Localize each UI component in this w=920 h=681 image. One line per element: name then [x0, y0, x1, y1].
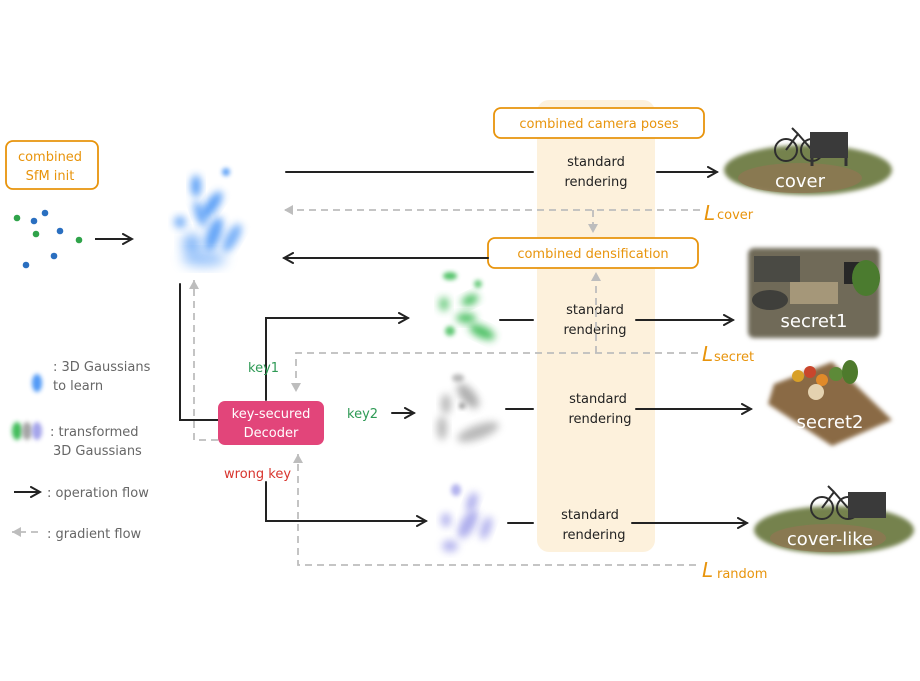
cover-label: cover — [775, 171, 826, 192]
key-secured-decoder: key-secured Decoder — [218, 401, 324, 445]
grad-random — [293, 454, 696, 566]
key2-label: key2 — [347, 407, 378, 422]
svg-text:secret: secret — [714, 350, 754, 365]
svg-text:standard: standard — [569, 392, 627, 407]
combined-densification-box: combined densification — [487, 237, 699, 269]
svg-text:standard: standard — [566, 303, 624, 318]
decoder-line1: key-secured — [232, 407, 311, 422]
render-label-secret2: standard rendering — [569, 392, 632, 427]
secret2-image: secret2 — [768, 360, 892, 446]
render-label-cover: standard rendering — [565, 155, 628, 190]
grad-decoder-to-gaussians — [189, 280, 218, 441]
svg-text:: 3D Gaussians: : 3D Gaussians — [53, 360, 151, 375]
secret2-gaussians — [437, 374, 499, 442]
svg-text:rendering: rendering — [569, 412, 632, 427]
svg-text:standard: standard — [561, 508, 619, 523]
loss-cover: L cover — [704, 201, 754, 225]
secret1-gaussians — [439, 272, 495, 341]
secret1-label: secret1 — [781, 311, 848, 332]
svg-text:rendering: rendering — [564, 323, 627, 338]
secret1-image: secret1 — [748, 248, 880, 338]
wrong-key-label: wrong key — [224, 467, 291, 482]
legend-transformed-gaussians: : transformed 3D Gaussians — [12, 422, 142, 459]
render-label-random: standard rendering — [561, 508, 625, 543]
legend-gradient-flow: : gradient flow — [12, 527, 142, 542]
svg-text:random: random — [717, 567, 767, 582]
svg-text:rendering: rendering — [563, 528, 626, 543]
combined-camera-poses-box: combined camera poses — [493, 107, 705, 139]
svg-text:: gradient flow: : gradient flow — [47, 527, 142, 542]
secret2-label: secret2 — [797, 412, 864, 433]
svg-text:standard: standard — [567, 155, 625, 170]
svg-text:to learn: to learn — [53, 379, 103, 394]
decoder-wrongkey-branch — [265, 481, 426, 521]
svg-text:3D Gaussians: 3D Gaussians — [53, 444, 142, 459]
cover-like-image: cover-like — [754, 485, 914, 554]
decoder-key1-branch — [265, 318, 408, 401]
cover-image: cover — [724, 127, 892, 195]
loss-secret: L secret — [702, 342, 754, 366]
legend-operation-flow: : operation flow — [14, 486, 149, 501]
gaussians-to-decoder-line — [179, 283, 219, 421]
svg-text:cover: cover — [717, 208, 754, 223]
combined-camera-poses-label: combined camera poses — [519, 117, 678, 132]
cover-like-label: cover-like — [787, 529, 873, 550]
key1-label: key1 — [248, 361, 279, 376]
grad-secret — [291, 352, 698, 392]
random-gaussians — [441, 484, 493, 552]
svg-text:: operation flow: : operation flow — [47, 486, 149, 501]
render-label-secret1: standard rendering — [564, 303, 627, 338]
gradient-flow-arrows — [189, 205, 700, 566]
svg-text:rendering: rendering — [565, 175, 628, 190]
svg-text:L: L — [702, 558, 713, 582]
gaussians-to-learn-cluster — [174, 168, 242, 266]
sfm-points — [13, 209, 83, 269]
svg-text:L: L — [702, 342, 713, 366]
combined-sfm-init-line2: SfM init — [26, 169, 75, 184]
loss-random: L random — [702, 558, 767, 582]
combined-sfm-init-line1: combined — [18, 150, 82, 165]
operation-flow-arrows — [179, 172, 751, 523]
svg-text:L: L — [704, 201, 715, 225]
decoder-line2: Decoder — [244, 426, 299, 441]
combined-densification-label: combined densification — [517, 247, 668, 262]
svg-text:: transformed: : transformed — [50, 425, 139, 440]
legend: : 3D Gaussians to learn : transformed 3D… — [12, 360, 151, 542]
legend-gaussians-to-learn: : 3D Gaussians to learn — [32, 360, 151, 394]
combined-sfm-init-box: combined SfM init — [5, 140, 99, 190]
